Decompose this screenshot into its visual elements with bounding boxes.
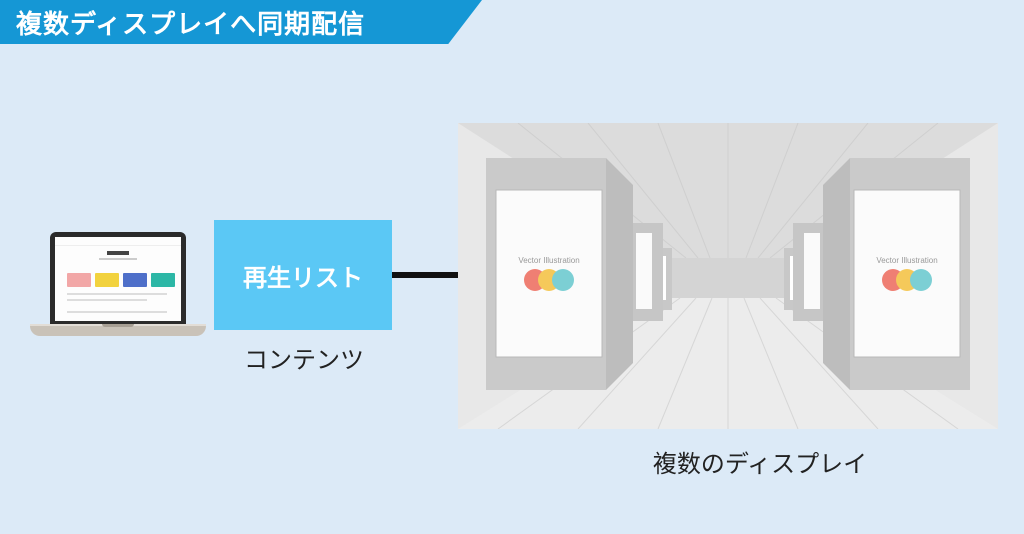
screen-title-block: [107, 251, 129, 255]
display-left-mid: [636, 233, 652, 309]
screen-line: [67, 299, 147, 301]
screen-line: [67, 293, 167, 295]
screen-card: [67, 273, 91, 287]
title-banner: 複数ディスプレイへ同期配信: [0, 0, 482, 44]
playlist-box: 再生リスト: [214, 220, 392, 330]
connector-line: [392, 272, 460, 278]
screen-topbar: [55, 237, 181, 246]
circle-teal-right: [910, 269, 932, 291]
screen-subtitle-block: [99, 258, 137, 260]
display-right-text: Vector Illustration: [876, 256, 937, 265]
screen-card: [95, 273, 119, 287]
displays-label: 複数のディスプレイ: [652, 450, 868, 478]
playlist-label: 再生リスト: [243, 263, 363, 292]
laptop-screen: [55, 237, 181, 321]
screen-card: [123, 273, 147, 287]
screen-line: [67, 311, 167, 313]
laptop-illustration: [30, 232, 206, 342]
display-right-mid: [804, 233, 820, 309]
hall-far-wall: [668, 258, 788, 298]
display-hall-illustration: Vector Illustration Vector Illustration: [458, 123, 998, 429]
display-left-text: Vector Illustration: [518, 256, 579, 265]
circle-teal-left: [552, 269, 574, 291]
screen-card: [151, 273, 175, 287]
pillar-right-near-side: [823, 158, 850, 390]
page-title: 複数ディスプレイへ同期配信: [16, 9, 366, 40]
pillar-left-near-side: [606, 158, 633, 390]
laptop-notch: [102, 324, 134, 327]
content-label: コンテンツ: [244, 346, 364, 374]
